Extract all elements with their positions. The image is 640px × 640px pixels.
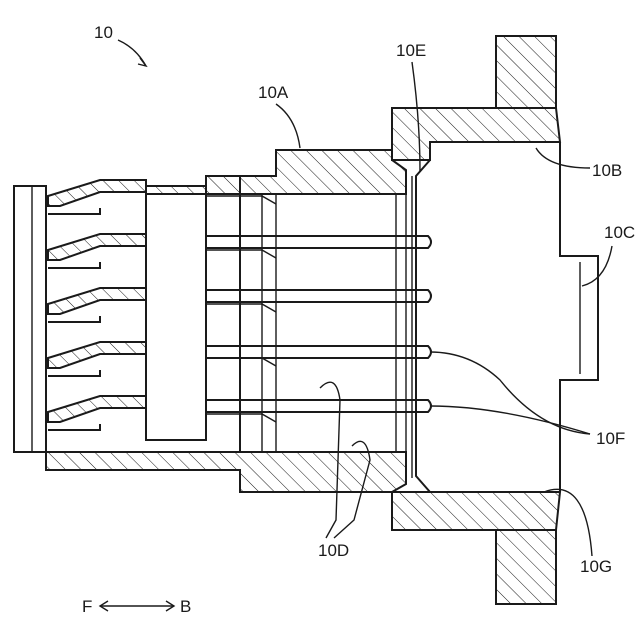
label-10A: 10A: [258, 83, 289, 102]
label-10F: 10F: [596, 429, 625, 448]
label-B: B: [180, 597, 191, 616]
label-10G: 10G: [580, 557, 612, 576]
label-10D: 10D: [318, 541, 349, 560]
direction-arrow: [100, 601, 174, 611]
label-10C: 10C: [604, 223, 635, 242]
label-F: F: [82, 597, 92, 616]
rear-housing-shell: [392, 36, 598, 604]
label-10: 10: [94, 23, 113, 42]
label-10B: 10B: [592, 161, 622, 180]
label-10E: 10E: [396, 41, 426, 60]
